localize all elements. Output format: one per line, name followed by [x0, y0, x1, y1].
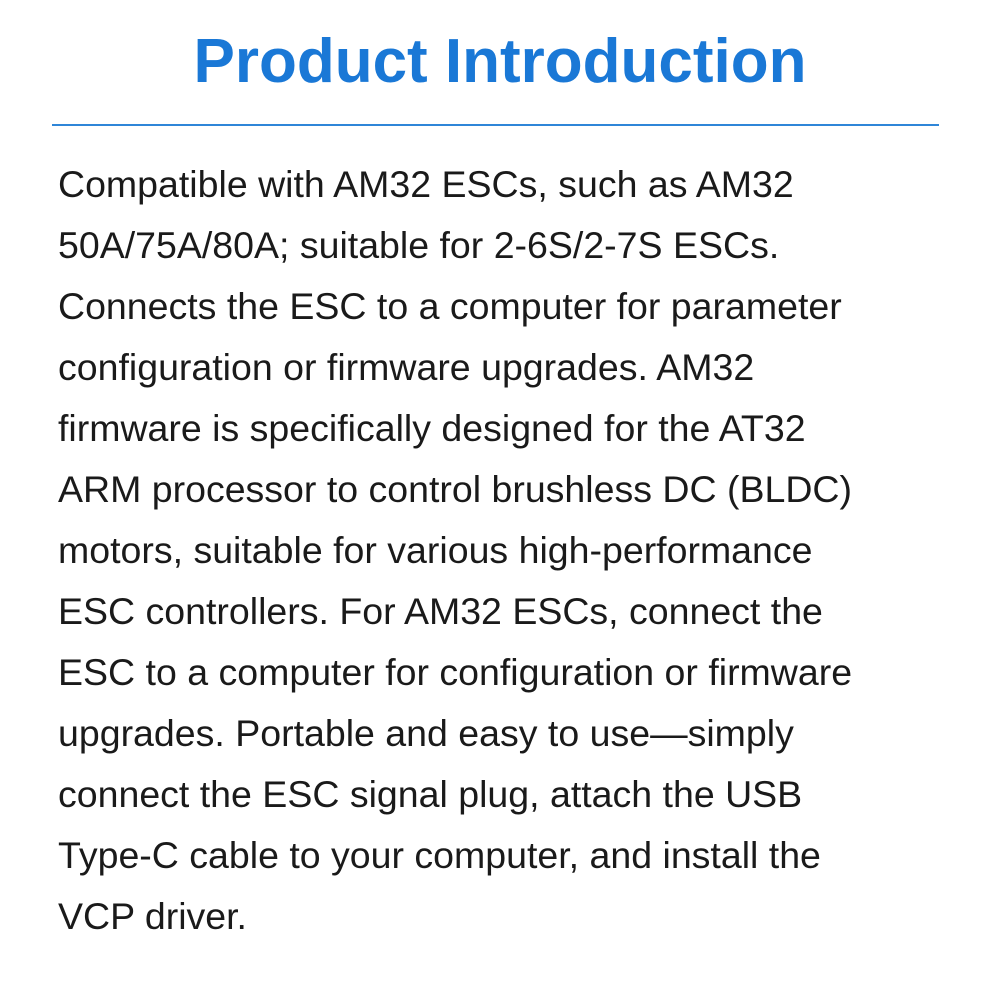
paragraph-line: ARM processor to control brushless DC (B… [58, 468, 852, 510]
paragraph-line: firmware is specifically designed for th… [58, 407, 806, 449]
page-title: Product Introduction [193, 27, 807, 96]
paragraph-line: Type-C cable to your computer, and insta… [58, 834, 821, 876]
paragraph-line: configuration or firmware upgrades. AM32 [58, 346, 755, 388]
paragraph-line: Connects the ESC to a computer for param… [58, 285, 842, 327]
paragraph-line: motors, suitable for various high-perfor… [58, 529, 813, 571]
paragraph-line: connect the ESC signal plug, attach the … [58, 773, 803, 815]
intro-paragraph: Compatible with AM32 ESCs, such as AM32 … [58, 154, 938, 947]
paragraph-line: 50A/75A/80A; suitable for 2-6S/2-7S ESCs… [58, 224, 780, 266]
paragraph-line: ESC controllers. For AM32 ESCs, connect … [58, 590, 823, 632]
paragraph-line: ESC to a computer for configuration or f… [58, 651, 853, 693]
paragraph-line: upgrades. Portable and easy to use—simpl… [58, 712, 794, 754]
paragraph-line: Compatible with AM32 ESCs, such as AM32 [58, 163, 794, 205]
paragraph-line: VCP driver. [58, 895, 247, 937]
title-divider [52, 124, 939, 126]
